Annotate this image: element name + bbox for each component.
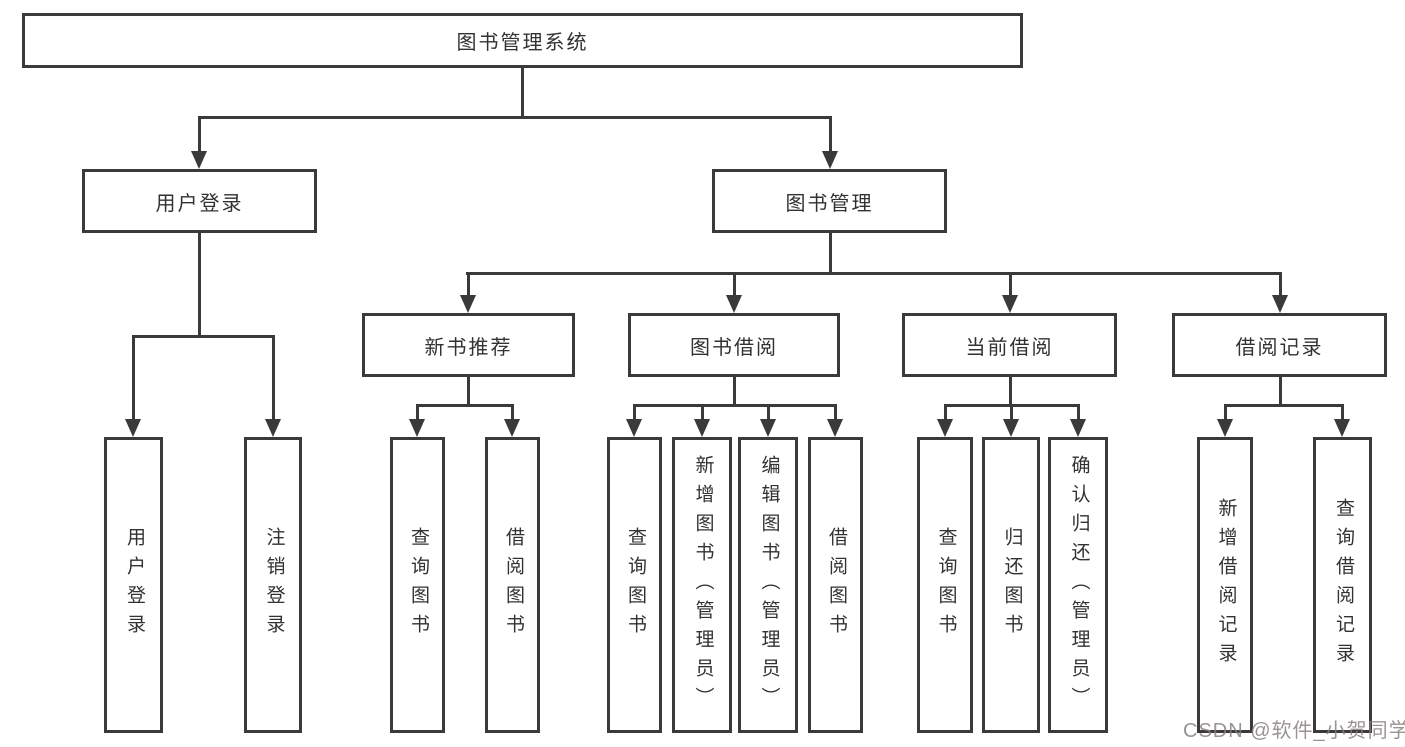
arrowhead-down-icon bbox=[125, 419, 141, 437]
edge-stub-leaf bbox=[834, 404, 837, 421]
edge-stub-leaf bbox=[1341, 404, 1344, 421]
leaf-label: 查询图书 bbox=[935, 527, 957, 643]
arrowhead-down-icon bbox=[409, 419, 425, 437]
leaf-label: 新增借阅记录 bbox=[1215, 498, 1237, 672]
edge-book-borrow-connector bbox=[633, 404, 837, 407]
node-label: 图书管理系统 bbox=[456, 32, 589, 54]
arrowhead-down-icon bbox=[626, 419, 642, 437]
node-user-login: 用户登录 bbox=[82, 169, 317, 233]
node-book-borrow: 图书借阅 bbox=[628, 313, 840, 377]
leaf-user-login: 用户登录 bbox=[104, 437, 163, 733]
edge-user-login-trunk bbox=[198, 233, 201, 337]
leaf-records-add-record: 新增借阅记录 bbox=[1197, 437, 1253, 733]
leaf-label: 编辑图书（管理员） bbox=[758, 454, 780, 716]
edge-borrow-records-trunk bbox=[1279, 377, 1282, 406]
edge-user-login-connector bbox=[132, 335, 274, 338]
node-root: 图书管理系统 bbox=[22, 13, 1023, 68]
arrowhead-down-icon bbox=[1002, 295, 1018, 313]
edge-stub-leaf bbox=[767, 404, 770, 421]
edge-stub-leaf bbox=[1010, 404, 1013, 421]
arrowhead-down-icon bbox=[827, 419, 843, 437]
edge-root-trunk bbox=[521, 68, 524, 118]
edge-stub-leaf bbox=[701, 404, 704, 421]
node-label: 新书推荐 bbox=[424, 336, 513, 359]
arrowhead-down-icon bbox=[822, 151, 838, 169]
edge-level2-connector bbox=[466, 272, 1281, 275]
leaf-records-query-record: 查询借阅记录 bbox=[1313, 437, 1372, 733]
edge-stub-leaf bbox=[511, 404, 514, 421]
edge-borrow-records-connector bbox=[1224, 404, 1344, 407]
leaf-borrow-borrow-books: 借阅图书 bbox=[808, 437, 863, 733]
leaf-label: 查询图书 bbox=[624, 527, 646, 643]
leaf-label: 借阅图书 bbox=[825, 527, 847, 643]
edge-new-book-recommend-connector bbox=[416, 404, 514, 407]
arrowhead-down-icon bbox=[191, 151, 207, 169]
leaf-label: 新增图书（管理员） bbox=[692, 454, 714, 716]
edge-stub-user-login bbox=[198, 116, 201, 154]
node-label: 用户登录 bbox=[155, 192, 244, 215]
node-label: 借阅记录 bbox=[1235, 336, 1324, 359]
edge-stub-new-book-recommend bbox=[467, 272, 470, 297]
node-borrow-records: 借阅记录 bbox=[1172, 313, 1387, 377]
leaf-recommend-borrow-books: 借阅图书 bbox=[485, 437, 540, 733]
arrowhead-down-icon bbox=[1070, 419, 1086, 437]
edge-book-borrow-trunk bbox=[733, 377, 736, 406]
arrowhead-down-icon bbox=[1003, 419, 1019, 437]
leaf-borrow-add-books-admin: 新增图书（管理员） bbox=[672, 437, 732, 733]
leaf-current-query-books: 查询图书 bbox=[917, 437, 973, 733]
arrowhead-down-icon bbox=[726, 295, 742, 313]
edge-stub-leaf bbox=[944, 404, 947, 421]
leaf-borrow-edit-books-admin: 编辑图书（管理员） bbox=[738, 437, 798, 733]
node-current-borrow: 当前借阅 bbox=[902, 313, 1117, 377]
csdn-watermark: CSDN @软件_小贺同学 bbox=[1183, 720, 1405, 742]
leaf-borrow-query-books: 查询图书 bbox=[607, 437, 662, 733]
leaf-recommend-query-books: 查询图书 bbox=[390, 437, 445, 733]
node-label: 图书借阅 bbox=[690, 336, 778, 359]
edge-stub-book-borrow bbox=[733, 272, 736, 297]
node-book-management: 图书管理 bbox=[712, 169, 947, 233]
edge-stub-leaf bbox=[416, 404, 419, 421]
arrowhead-down-icon bbox=[937, 419, 953, 437]
arrowhead-down-icon bbox=[265, 419, 281, 437]
arrowhead-down-icon bbox=[1272, 295, 1288, 313]
edge-stub-leaf-user-login bbox=[132, 335, 135, 421]
edge-stub-leaf-logout bbox=[272, 335, 275, 421]
edge-level1-connector bbox=[198, 116, 832, 119]
arrowhead-down-icon bbox=[760, 419, 776, 437]
leaf-label: 借阅图书 bbox=[502, 527, 524, 643]
leaf-label: 注销登录 bbox=[263, 527, 285, 643]
edge-stub-current-borrow bbox=[1009, 272, 1012, 297]
leaf-label: 确认归还（管理员） bbox=[1068, 454, 1090, 716]
edge-stub-leaf bbox=[633, 404, 636, 421]
edge-book-management-trunk bbox=[829, 233, 832, 274]
arrowhead-down-icon bbox=[694, 419, 710, 437]
edge-stub-borrow-records bbox=[1279, 272, 1282, 297]
node-label: 当前借阅 bbox=[965, 336, 1054, 359]
leaf-current-confirm-return-admin: 确认归还（管理员） bbox=[1048, 437, 1108, 733]
edge-current-borrow-trunk bbox=[1009, 377, 1012, 406]
arrowhead-down-icon bbox=[1217, 419, 1233, 437]
arrowhead-down-icon bbox=[460, 295, 476, 313]
leaf-label: 归还图书 bbox=[1001, 527, 1023, 643]
node-new-book-recommend: 新书推荐 bbox=[362, 313, 575, 377]
leaf-label: 查询借阅记录 bbox=[1332, 498, 1354, 672]
leaf-label: 查询图书 bbox=[407, 527, 429, 643]
leaf-current-return-books: 归还图书 bbox=[982, 437, 1040, 733]
edge-new-book-recommend-trunk bbox=[467, 377, 470, 406]
edge-stub-book-management bbox=[829, 116, 832, 154]
edge-stub-leaf bbox=[1077, 404, 1080, 421]
arrowhead-down-icon bbox=[1334, 419, 1350, 437]
arrowhead-down-icon bbox=[504, 419, 520, 437]
node-label: 图书管理 bbox=[785, 192, 874, 215]
leaf-logout: 注销登录 bbox=[244, 437, 302, 733]
leaf-label: 用户登录 bbox=[123, 527, 145, 643]
edge-stub-leaf bbox=[1224, 404, 1227, 421]
